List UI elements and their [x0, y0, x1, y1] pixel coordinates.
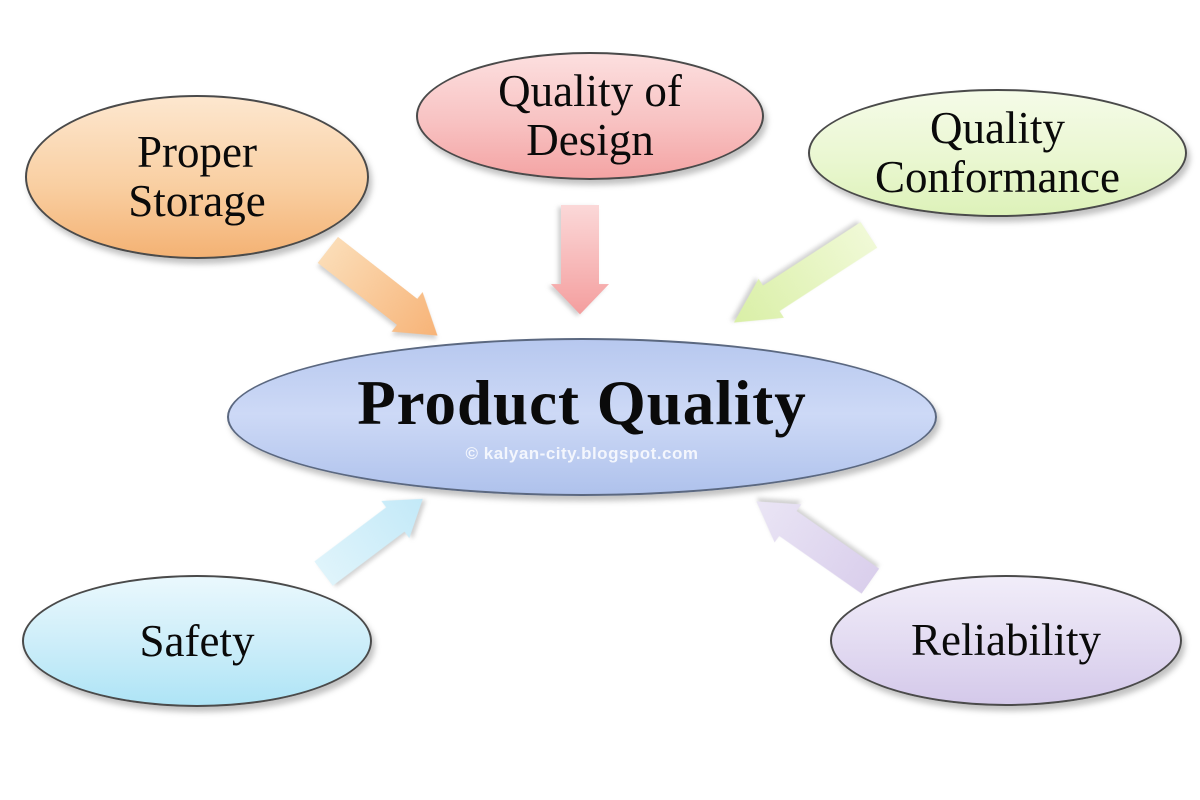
node-label-line: Storage [128, 176, 266, 226]
node-label-line: Design [526, 115, 654, 165]
arrow-proper-storage-to-center-icon [317, 236, 438, 336]
node-product-quality: Product Quality © kalyan-city.blogspot.c… [227, 338, 937, 496]
node-quality-of-design: Quality of Design [416, 52, 764, 180]
node-label-line: Quality of [498, 66, 682, 117]
node-label-line: Conformance [875, 152, 1120, 202]
node-label-line: Reliability [911, 615, 1101, 666]
node-proper-storage: Proper Storage [25, 95, 369, 259]
arrow-reliability-to-center-icon [756, 501, 880, 594]
center-node-label: Product Quality [357, 367, 807, 438]
node-label-line: Quality [930, 103, 1065, 154]
node-label-line: Safety [139, 615, 255, 666]
arrow-safety-to-center-icon [314, 498, 423, 586]
node-safety: Safety [22, 575, 372, 707]
arrow-quality-of-design-to-center-icon [551, 205, 609, 315]
arrow-quality-conformance-to-center-icon [733, 222, 878, 323]
watermark-text: © kalyan-city.blogspot.com [465, 444, 699, 464]
node-label-line: Proper [137, 127, 257, 178]
node-quality-conformance: Quality Conformance [808, 89, 1187, 217]
node-reliability: Reliability [830, 575, 1182, 706]
